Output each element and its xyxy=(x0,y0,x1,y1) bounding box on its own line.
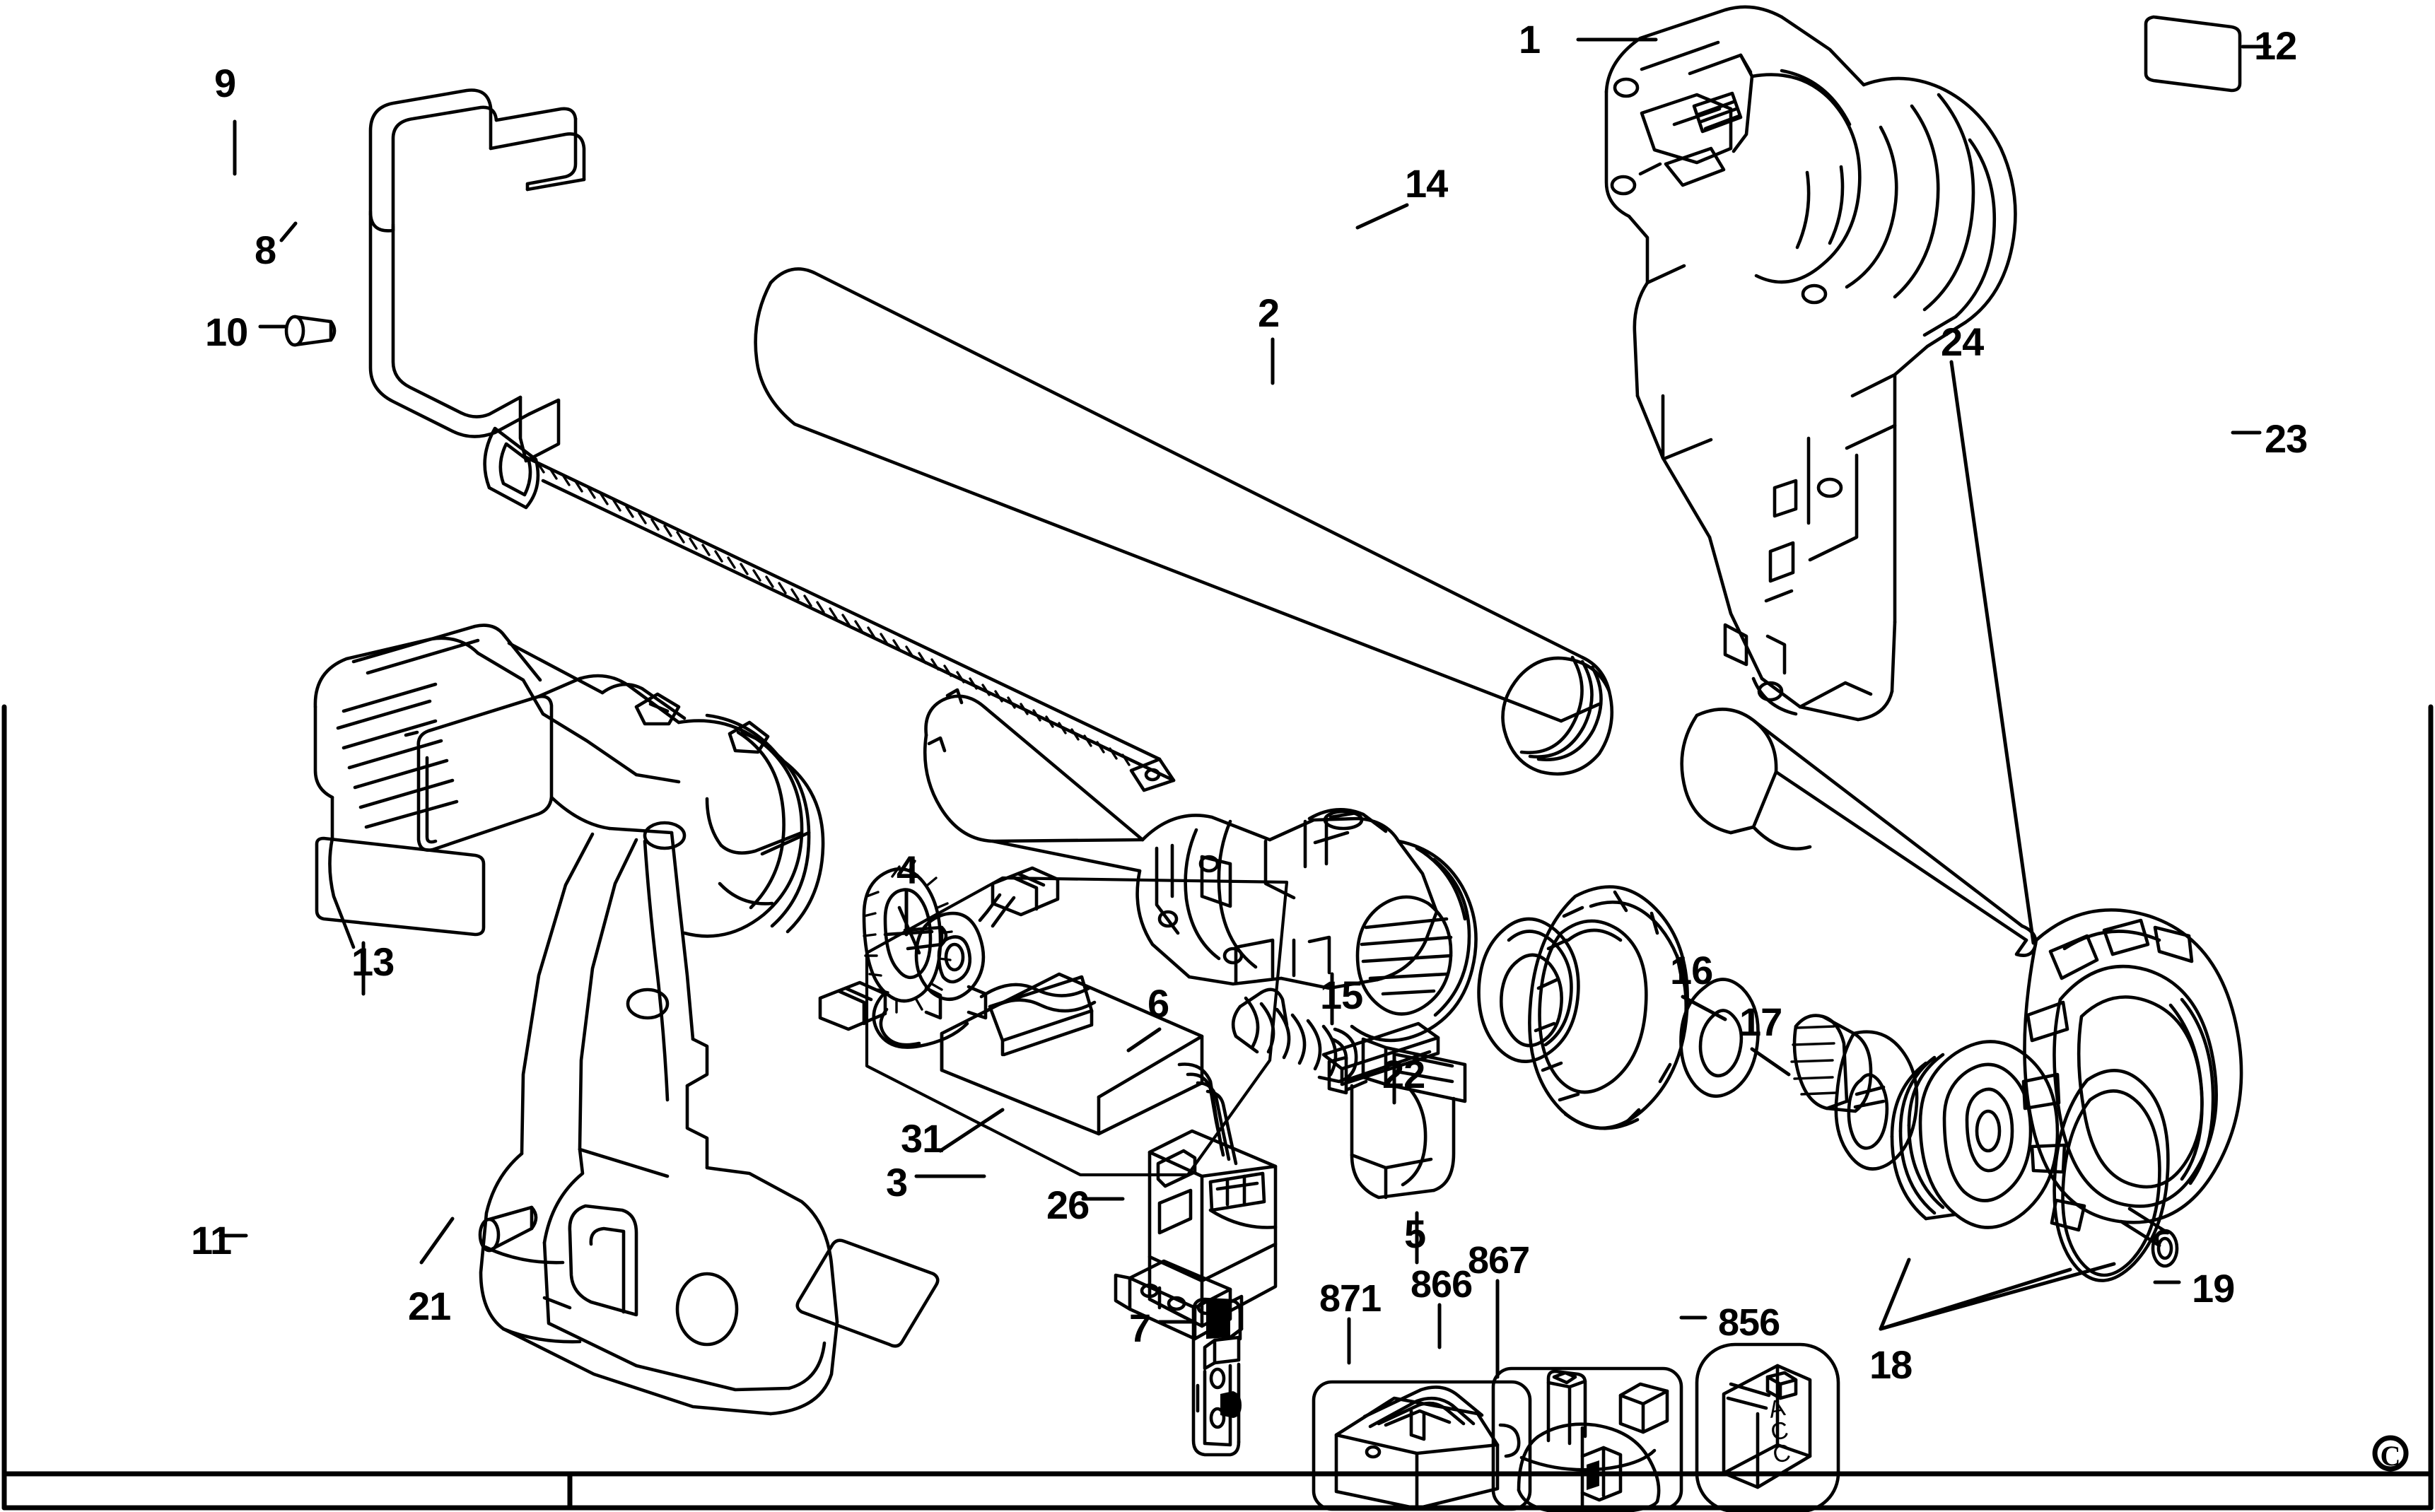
part-threaded-plunger-bush xyxy=(1790,1014,1919,1171)
callout-22: 22 xyxy=(1382,1052,1425,1096)
part-warning-label xyxy=(315,836,486,937)
callout-8: 8 xyxy=(255,228,276,272)
callout-5: 5 xyxy=(1404,1212,1426,1256)
part-collar-retaining-nut xyxy=(2021,908,2243,1232)
callout-9: 9 xyxy=(214,61,236,105)
part-handle-pin xyxy=(284,315,337,347)
part-housing-screw xyxy=(478,1205,538,1253)
copyright-mark: C xyxy=(2372,1435,2409,1472)
callout-31: 31 xyxy=(901,1116,944,1161)
part-plunger-handle-bracket xyxy=(368,88,586,510)
part-barrel-tube xyxy=(754,267,1614,776)
part-rack-guide-clip xyxy=(1321,1021,1467,1200)
callout-13: 13 xyxy=(351,939,395,984)
part-strip-label xyxy=(795,1238,940,1348)
part-nameplate-label xyxy=(2144,15,2242,93)
callout-14: 14 xyxy=(1405,161,1448,206)
callout-856: 856 xyxy=(1718,1301,1780,1344)
callout-26: 26 xyxy=(1046,1183,1090,1227)
callout-12: 12 xyxy=(2254,23,2297,68)
callout-19: 19 xyxy=(2192,1266,2235,1311)
svg-text:C: C xyxy=(2381,1440,2401,1472)
part-nozzle-cone xyxy=(1680,708,2038,957)
accessory-box-acc xyxy=(1695,1342,1840,1512)
callout-4: 4 xyxy=(897,848,918,892)
part-flat-washer xyxy=(1679,978,1760,1098)
callout-24: 24 xyxy=(1941,320,1984,364)
callout-11: 11 xyxy=(191,1218,232,1262)
accessory-box-battery xyxy=(1491,1366,1683,1512)
leader-lines xyxy=(218,37,2272,1379)
callout-1: 1 xyxy=(1519,17,1541,61)
callout-2: 2 xyxy=(1258,291,1280,335)
callout-21: 21 xyxy=(408,1284,451,1328)
callout-17: 17 xyxy=(1739,1000,1782,1044)
callout-23: 23 xyxy=(2265,416,2308,461)
accessory-box-charger xyxy=(1312,1380,1532,1511)
callout-6: 6 xyxy=(1148,981,1169,1026)
page-frame xyxy=(1,704,2434,1511)
callout-866: 866 xyxy=(1411,1263,1473,1306)
part-drive-rack-rod xyxy=(522,455,1176,792)
part-control-module-pcb xyxy=(818,866,1238,1166)
callout-16: 16 xyxy=(1670,948,1713,992)
callout-3: 3 xyxy=(886,1160,908,1205)
part-plunger-disc-seal xyxy=(1890,1040,2170,1282)
callout-15: 15 xyxy=(1320,973,1363,1017)
part-gearcase-front-assembly xyxy=(923,688,1478,1043)
callout-7: 7 xyxy=(1129,1306,1151,1350)
part-plunger-screw xyxy=(2119,1207,2179,1268)
callout-18: 18 xyxy=(1869,1342,1913,1387)
callout-10: 10 xyxy=(205,310,248,354)
callout-867: 867 xyxy=(1468,1239,1530,1282)
part-switch-actuator-lever xyxy=(1191,1294,1244,1457)
part-housing-half-right xyxy=(1604,5,2017,722)
group-boundary-electrical xyxy=(865,876,1289,1177)
part-gun-body xyxy=(313,623,839,1416)
callout-871: 871 xyxy=(1319,1277,1382,1320)
